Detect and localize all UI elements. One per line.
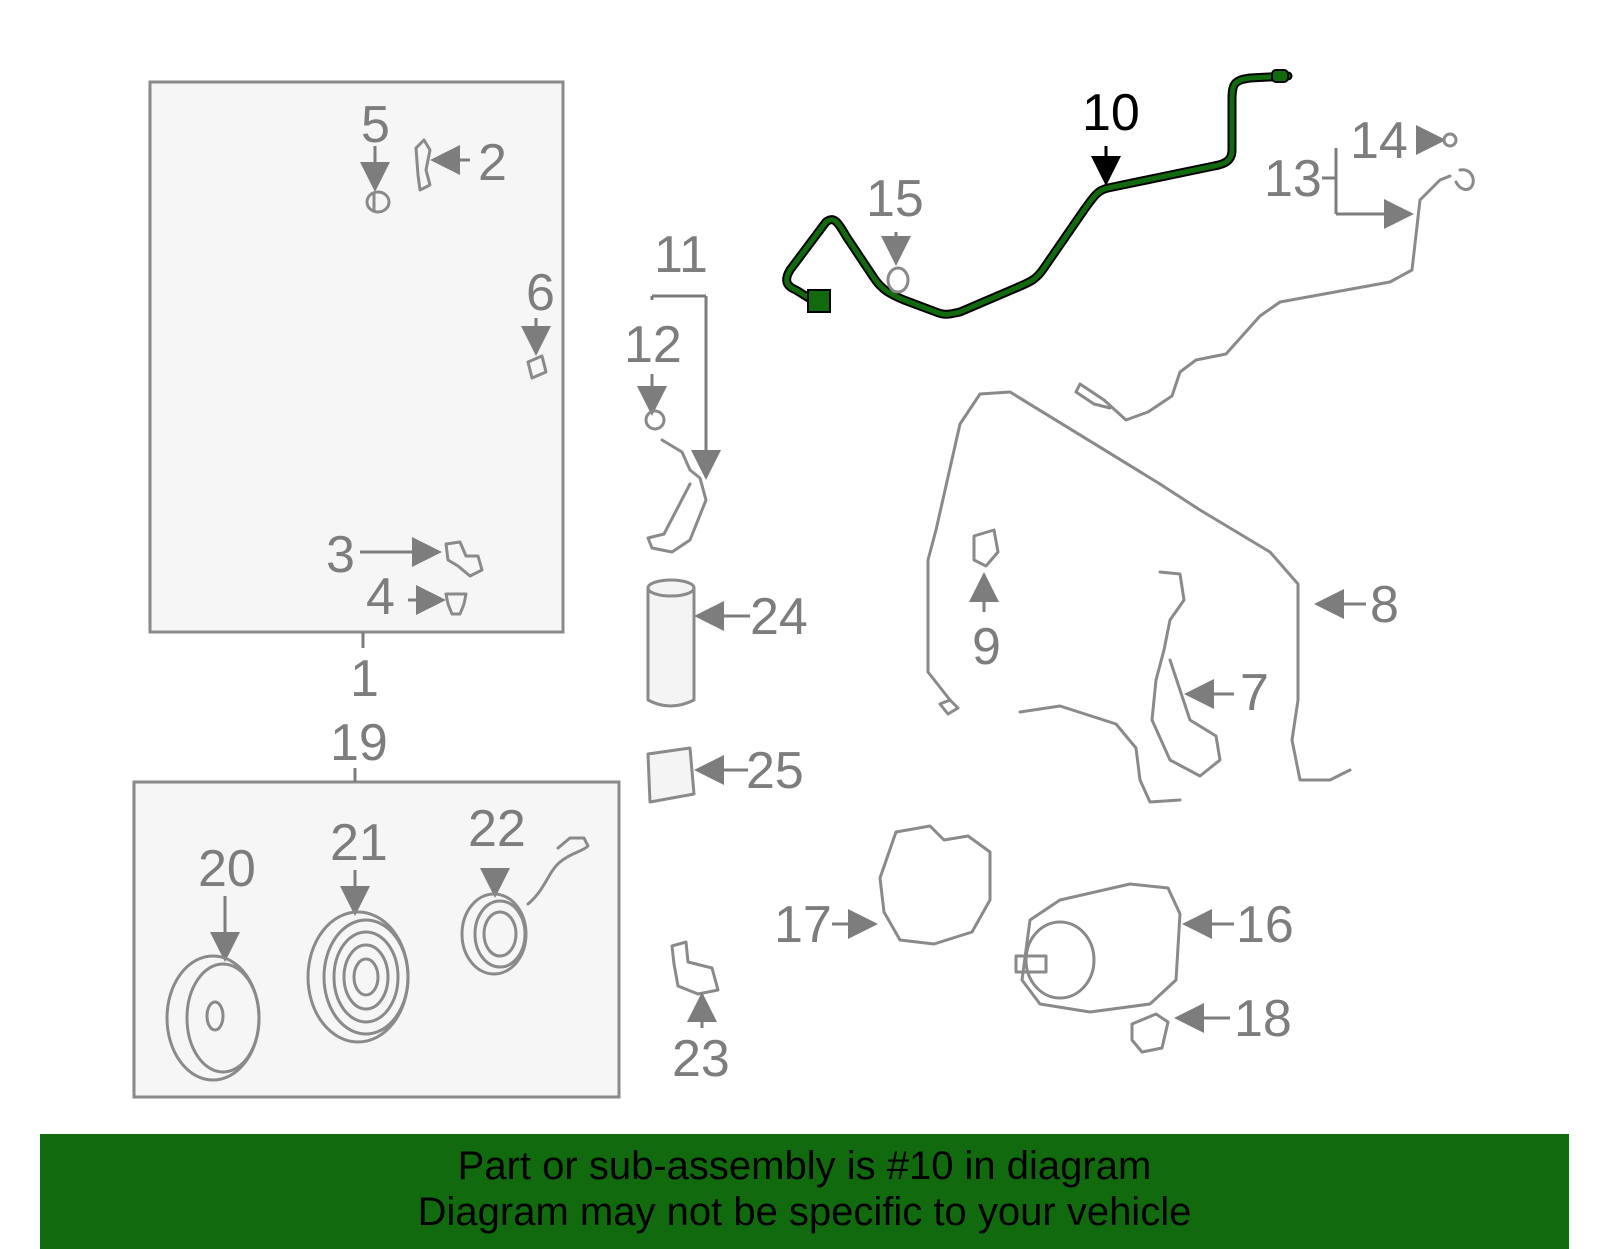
part-2-bracket — [414, 138, 470, 192]
part-10-ac-hose-highlighted[interactable] — [782, 69, 1293, 319]
callout-24[interactable]: 24 — [750, 588, 808, 646]
part-11-bracket-group — [637, 294, 721, 554]
callout-16[interactable]: 16 — [1236, 896, 1294, 954]
callout-6[interactable]: 6 — [526, 264, 555, 322]
callout-18[interactable]: 18 — [1234, 990, 1292, 1048]
callout-labels: 1 2 3 4 5 6 7 8 9 10 11 12 13 14 15 16 1… — [198, 84, 1408, 1088]
part-5-nut — [360, 146, 391, 214]
callout-7[interactable]: 7 — [1240, 664, 1269, 722]
callout-20[interactable]: 20 — [198, 840, 256, 898]
callout-22[interactable]: 22 — [468, 800, 526, 858]
callout-19[interactable]: 19 — [330, 714, 388, 772]
info-banner: Part or sub-assembly is #10 in diagram D… — [40, 1134, 1569, 1249]
part-7-ac-hose — [1018, 570, 1234, 804]
callout-14[interactable]: 14 — [1350, 112, 1408, 170]
callout-2[interactable]: 2 — [478, 134, 507, 192]
callout-11[interactable]: 11 — [654, 226, 708, 284]
callout-21[interactable]: 21 — [330, 814, 388, 872]
callout-13[interactable]: 13 — [1264, 150, 1322, 208]
callout-10[interactable]: 10 — [1082, 84, 1140, 142]
banner-line-1: Part or sub-assembly is #10 in diagram — [457, 1144, 1152, 1188]
callout-17[interactable]: 17 — [774, 896, 832, 954]
part-8-ac-hose — [926, 390, 1366, 782]
callout-25[interactable]: 25 — [746, 742, 804, 800]
part-16-compressor — [1014, 882, 1234, 1014]
part-17-compressor-bracket — [832, 824, 992, 946]
part-13-ac-line — [1074, 125, 1475, 422]
condenser-assembly-box — [148, 80, 565, 648]
part-18-bracket — [1130, 1003, 1230, 1054]
callout-5[interactable]: 5 — [361, 96, 390, 154]
part-21-pulley — [306, 870, 410, 1044]
callout-8[interactable]: 8 — [1370, 576, 1399, 634]
part-24-receiver-drier — [646, 578, 750, 708]
callout-3[interactable]: 3 — [326, 526, 355, 584]
callout-1[interactable]: 1 — [350, 650, 379, 708]
part-4-grommet — [408, 585, 468, 616]
callout-23[interactable]: 23 — [672, 1030, 730, 1088]
part-9-clip — [969, 528, 1000, 612]
part-23-bracket — [670, 940, 720, 1028]
part-15-pressure-switch — [881, 232, 911, 294]
banner-line-2: Diagram may not be specific to your vehi… — [417, 1190, 1192, 1234]
part-22-field-coil — [460, 836, 590, 976]
part-3-bracket — [360, 537, 484, 578]
callout-15[interactable]: 15 — [866, 170, 924, 228]
part-6-clip — [521, 318, 551, 380]
callout-12[interactable]: 12 — [624, 316, 682, 374]
part-25-drier-bracket — [646, 746, 748, 804]
callout-9[interactable]: 9 — [972, 618, 1001, 676]
part-20-clutch-hub — [165, 896, 261, 1082]
callout-4[interactable]: 4 — [366, 568, 395, 626]
